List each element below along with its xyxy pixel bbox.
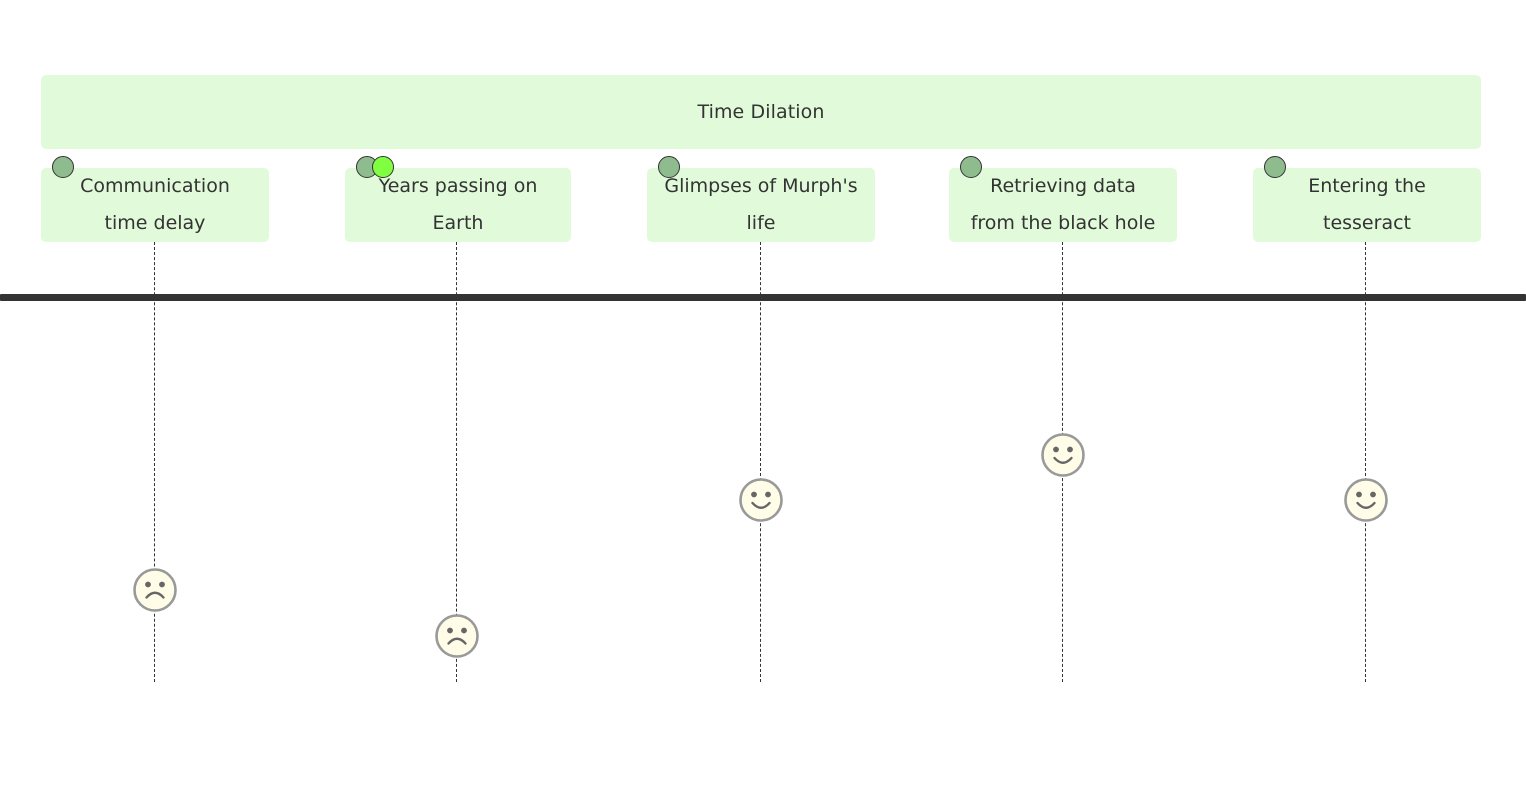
frowning-face-icon [132, 567, 178, 613]
task-label-communication-time-delay: Communication time delay [80, 175, 230, 234]
section-title: Time Dilation [697, 101, 825, 123]
frowning-face-icon [434, 613, 480, 659]
smiling-face-icon [1040, 432, 1086, 478]
task-label-years-passing-on-earth: Years passing on Earth [378, 175, 538, 234]
actor-dot-glimpses-of-murphs-life-1[interactable] [658, 156, 680, 178]
section-band: Time Dilation [41, 75, 1481, 149]
actor-dot-retrieving-data-from-the-black-hole-1[interactable] [960, 156, 982, 178]
timeline-axis [0, 294, 1526, 301]
event-connector-years-passing-on-earth [456, 242, 457, 682]
task-box-entering-the-tesseract[interactable]: Entering the tesseract [1253, 168, 1481, 242]
task-box-glimpses-of-murphs-life[interactable]: Glimpses of Murph's life [647, 168, 875, 242]
task-label-retrieving-data-from-the-black-hole: Retrieving data from the black hole [970, 175, 1156, 234]
task-box-retrieving-data-from-the-black-hole[interactable]: Retrieving data from the black hole [949, 168, 1177, 242]
actor-dot-years-passing-on-earth-2[interactable] [372, 156, 394, 178]
actor-dot-entering-the-tesseract-1[interactable] [1264, 156, 1286, 178]
actor-dot-communication-time-delay-1[interactable] [52, 156, 74, 178]
smiling-face-icon [738, 477, 784, 523]
task-label-entering-the-tesseract: Entering the tesseract [1308, 175, 1426, 234]
task-label-glimpses-of-murphs-life: Glimpses of Murph's life [664, 175, 858, 234]
event-connector-communication-time-delay [154, 242, 155, 682]
smiling-face-icon [1343, 477, 1389, 523]
event-connector-entering-the-tesseract [1365, 242, 1366, 682]
task-box-years-passing-on-earth[interactable]: Years passing on Earth [345, 168, 571, 242]
task-box-communication-time-delay[interactable]: Communication time delay [41, 168, 269, 242]
event-connector-glimpses-of-murphs-life [760, 242, 761, 682]
